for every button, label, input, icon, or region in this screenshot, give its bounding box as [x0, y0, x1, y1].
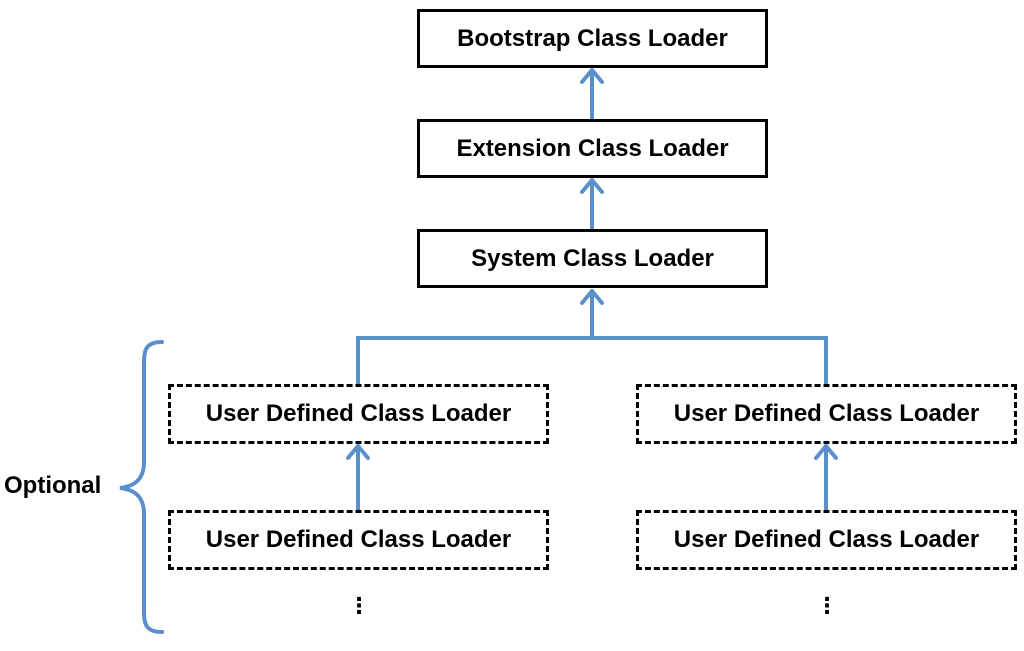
optional-brace — [119, 340, 164, 634]
user-defined-class-loader-label: User Defined Class Loader — [673, 526, 980, 553]
optional-label: Optional — [4, 472, 102, 499]
extension-class-loader-label: Extension Class Loader — [456, 134, 729, 162]
branch-connector — [356, 336, 828, 386]
user-defined-class-loader-node-left-2: User Defined Class Loader — [168, 510, 549, 570]
bootstrap-class-loader-node: Bootstrap Class Loader — [417, 9, 768, 68]
system-class-loader-label: System Class Loader — [471, 244, 714, 272]
user-defined-class-loader-label: User Defined Class Loader — [673, 400, 980, 427]
user-defined-class-loader-label: User Defined Class Loader — [205, 400, 512, 427]
continuation-mark-right: ⋮ — [816, 593, 838, 618]
user-defined-class-loader-label: User Defined Class Loader — [205, 526, 512, 553]
user-defined-class-loader-node-left-1: User Defined Class Loader — [168, 384, 549, 444]
system-class-loader-node: System Class Loader — [417, 229, 768, 288]
user-defined-class-loader-node-right-2: User Defined Class Loader — [636, 510, 1017, 570]
bootstrap-class-loader-label: Bootstrap Class Loader — [457, 24, 728, 52]
continuation-mark-left: ⋮ — [348, 593, 370, 618]
extension-class-loader-node: Extension Class Loader — [417, 119, 768, 178]
user-defined-class-loader-node-right-1: User Defined Class Loader — [636, 384, 1017, 444]
